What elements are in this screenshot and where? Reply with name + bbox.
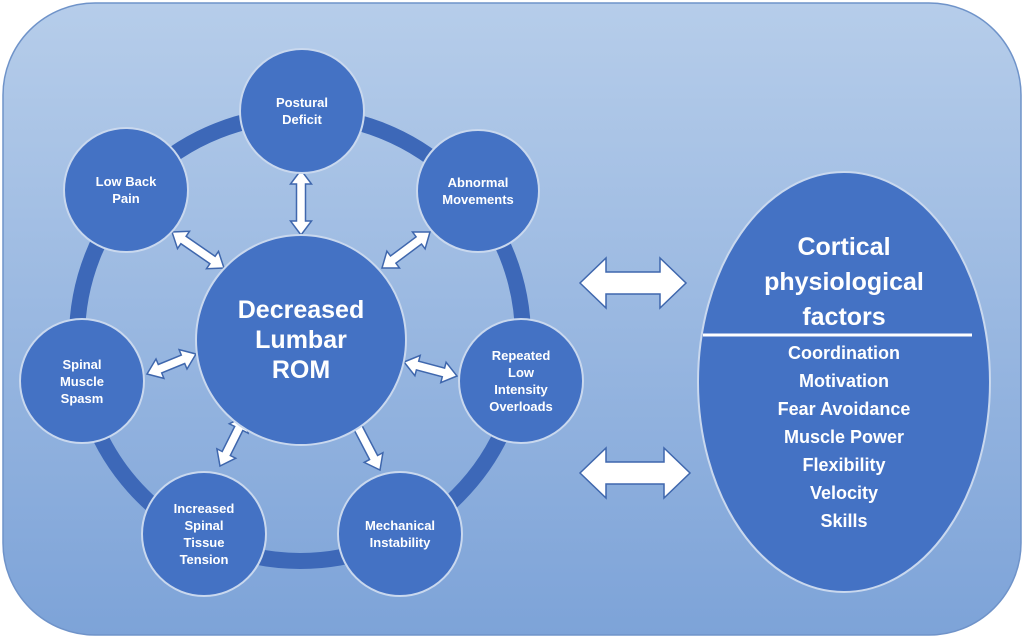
node-label-line: Movements — [442, 192, 514, 207]
factors-list: Coordination Motivation Fear Avoidance M… — [714, 339, 974, 535]
arrow-repeated-low-intensity-overloads — [402, 354, 459, 384]
factor-item: Coordination — [788, 343, 900, 363]
factor-item: Muscle Power — [783, 427, 905, 447]
node-low-back-pain: Low Back Pain — [71, 145, 181, 235]
center-label-line: Lumbar — [255, 326, 347, 354]
node-label-line: Increased — [173, 501, 235, 516]
center-label: Decreased Lumbar ROM — [201, 265, 401, 415]
node-circle-repeated-low-intensity-overloads — [458, 318, 584, 444]
node-circle-mechanical-instability — [337, 471, 463, 597]
factors-ellipse — [697, 171, 991, 593]
node-label-line: Spinal — [62, 356, 102, 372]
factor-item: Velocity — [809, 483, 879, 503]
node-circle-abnormal-movements — [416, 129, 540, 253]
node-circle-postural-deficit — [239, 48, 365, 174]
arrow-spinal-muscle-spasm — [145, 348, 198, 380]
node-label-line: Repeated — [491, 348, 551, 363]
node-postural-deficit: Postural Deficit — [247, 66, 357, 156]
node-label-line: Spinal — [184, 518, 224, 533]
node-label-line: Spasm — [60, 390, 104, 406]
center-label-line: Decreased — [237, 296, 365, 324]
factors-title: Cortical physiological factors — [714, 228, 974, 336]
node-spinal-muscle-spasm: Spinal Muscle Spasm — [27, 336, 137, 426]
factors-title-line: physiological — [764, 267, 924, 296]
node-circle-low-back-pain — [63, 127, 189, 253]
node-label-line: Overloads — [489, 399, 553, 414]
factor-item: Flexibility — [802, 455, 886, 475]
arrow-factors-upper — [578, 256, 688, 310]
node-repeated-low-intensity-overloads: Repeated Low Intensity Overloads — [466, 336, 576, 426]
node-label-line: Muscle — [59, 373, 105, 389]
node-circle-increased-spinal-tissue-tension — [141, 471, 267, 597]
node-label-line: Deficit — [282, 112, 322, 127]
node-label-line: Abnormal — [447, 175, 509, 190]
node-circle-spinal-muscle-spasm — [19, 318, 145, 444]
arrow-increased-spinal-tissue-tension — [215, 414, 250, 468]
node-circles — [19, 48, 584, 597]
factor-item: Motivation — [799, 371, 889, 391]
node-label-line: Tissue — [183, 535, 225, 550]
arrow-factors-lower — [578, 446, 692, 500]
node-label-line: Intensity — [494, 382, 548, 397]
node-label-line: Postural — [275, 95, 328, 110]
node-label-line: Instability — [369, 535, 431, 550]
node-label-line: Low Back — [95, 174, 157, 189]
node-label-line: Tension — [179, 552, 229, 567]
node-abnormal-movements: Abnormal Movements — [423, 146, 533, 236]
node-label-line: Mechanical — [364, 518, 436, 533]
node-mechanical-instability: Mechanical Instability — [345, 489, 455, 579]
factors-title-line: Cortical — [797, 232, 891, 261]
arrow-abnormal-movements — [381, 231, 431, 269]
factors-title-line: factors — [802, 302, 886, 331]
center-node-circle — [195, 234, 407, 446]
factor-item: Fear Avoidance — [777, 399, 911, 419]
node-label-line: Low — [508, 365, 534, 380]
center-label-line: ROM — [271, 356, 331, 384]
factor-item: Skills — [820, 511, 868, 531]
node-increased-spinal-tissue-tension: Increased Spinal Tissue Tension — [149, 489, 259, 579]
node-label-line: Pain — [112, 191, 140, 206]
